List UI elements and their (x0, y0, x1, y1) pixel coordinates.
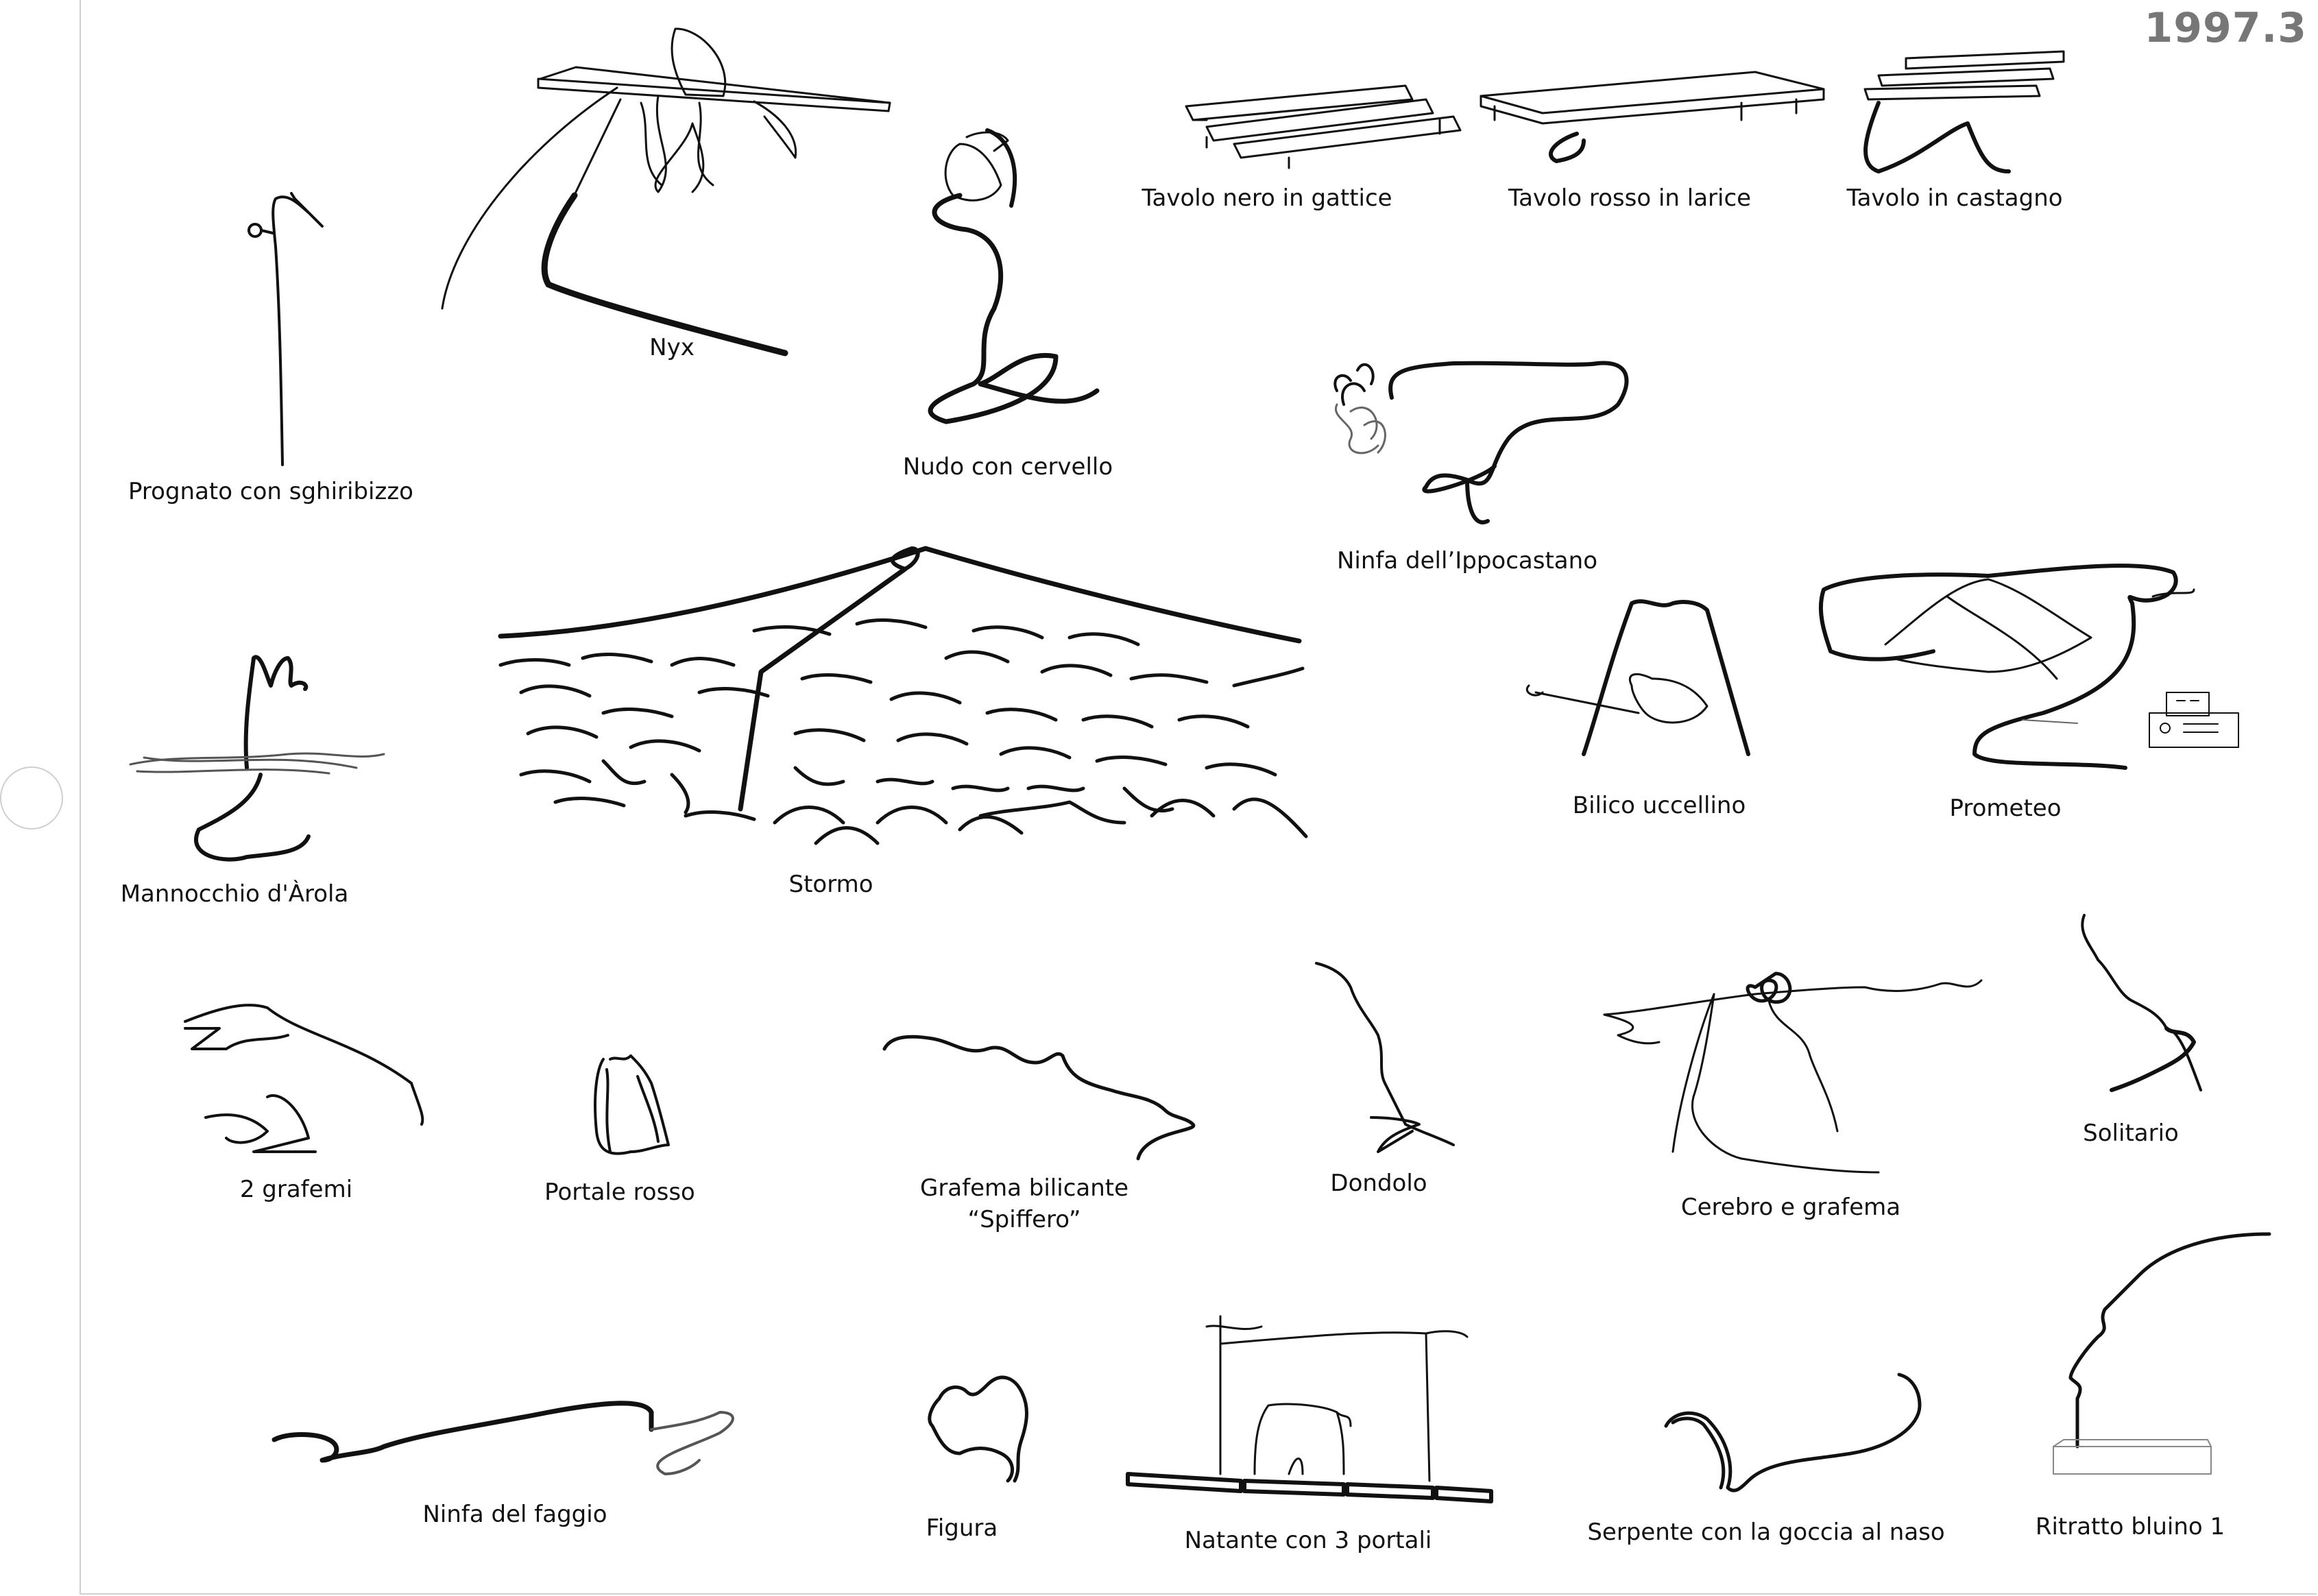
caption-ninfa-ippocastano: Ninfa dell’Ippocastano (1337, 547, 1597, 575)
caption-due-grafemi: 2 grafemi (239, 1176, 353, 1203)
caption-portale-rosso: Portale rosso (544, 1178, 695, 1206)
drawing-serpente (1664, 1373, 1922, 1492)
drawing-nudo (928, 128, 1100, 424)
sheet-code: 1997.3 (2144, 4, 2307, 52)
caption-grafema-bilicante-title: Grafema bilicante (919, 1174, 1129, 1202)
drawing-ritratto (2053, 1232, 2271, 1475)
drawing-dondolo (1315, 962, 1455, 1153)
caption-bilico: Bilico uccellino (1572, 792, 1746, 819)
drawing-tavolo-nero (1185, 84, 1462, 169)
caption-grafema-bilicante-subtitle: “Spiffero” (967, 1206, 1081, 1233)
caption-dondolo: Dondolo (1330, 1170, 1427, 1197)
drawing-tavolo-rosso (1480, 71, 1825, 163)
drawing-ninfa-faggio (271, 1401, 734, 1475)
caption-tavolo-rosso: Tavolo rosso in larice (1508, 184, 1752, 212)
drawing-nyx (441, 27, 891, 356)
caption-stormo: Stormo (788, 871, 873, 898)
drawing-solitario (2081, 914, 2202, 1092)
drawing-bilico (1526, 599, 1750, 756)
caption-nudo: Nudo con cervello (902, 453, 1113, 481)
caption-tavolo-castagno: Tavolo in castagno (1846, 184, 2063, 212)
drawing-prognato (248, 192, 324, 466)
caption-prometeo: Prometeo (1949, 795, 2062, 822)
drawing-figura (928, 1375, 1028, 1483)
caption-mannocchio: Mannocchio d'Àrola (120, 880, 349, 908)
caption-nyx: Nyx (649, 334, 695, 361)
drawing-grafema-bilicante (882, 1035, 1196, 1161)
caption-grafema-bilicante: Grafema bilicante “Spiffero” (920, 1172, 1128, 1235)
caption-cerebro: Cerebro e grafema (1680, 1194, 1901, 1221)
caption-tavolo-nero: Tavolo nero in gattice (1142, 184, 1392, 212)
drawing-tavolo-castagno (1863, 50, 2065, 173)
drawing-stormo (498, 546, 1308, 845)
drawing-mannocchio (129, 655, 385, 862)
caption-prognato: Prognato con sghiribizzo (128, 478, 413, 505)
drawing-prometeo (1818, 564, 2239, 770)
caption-solitario: Solitario (2083, 1120, 2179, 1147)
caption-ninfa-faggio: Ninfa del faggio (422, 1501, 607, 1528)
drawing-ninfa-ippocastano (1333, 361, 1629, 524)
drawing-due-grafemi (184, 1004, 424, 1153)
drawing-cerebro (1603, 971, 1983, 1174)
caption-ritratto: Ritratto bluino 1 (2035, 1513, 2225, 1540)
binder-hole (0, 766, 63, 830)
caption-natante: Natante con 3 portali (1184, 1527, 1432, 1554)
drawing-natante (1126, 1315, 1493, 1503)
drawing-portale-rosso (594, 1054, 670, 1155)
caption-figura: Figura (926, 1514, 998, 1542)
caption-serpente: Serpente con la goccia al naso (1587, 1519, 1945, 1546)
page-frame (80, 0, 2317, 1595)
